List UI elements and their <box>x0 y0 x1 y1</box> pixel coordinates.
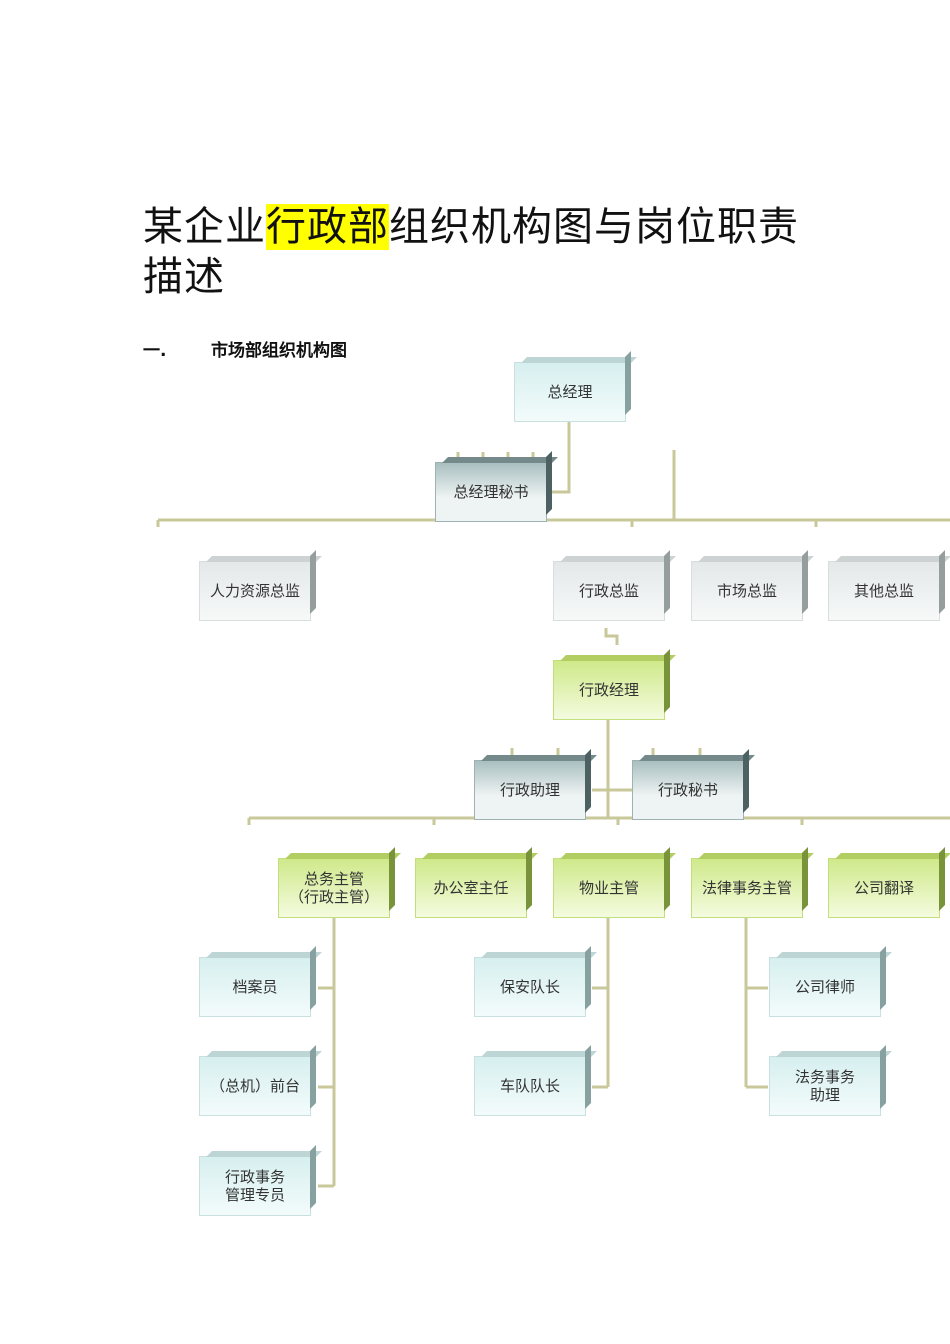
node-general-affairs-supervisor: 总务主管 （行政主管） <box>278 858 390 918</box>
node-legal-supervisor: 法律事务主管 <box>691 858 803 918</box>
node-company-lawyer: 公司律师 <box>769 957 881 1017</box>
node-admin-secretary: 行政秘书 <box>632 760 744 820</box>
node-admin-manager: 行政经理 <box>553 660 665 720</box>
node-legal-assistant: 法务事务 助理 <box>769 1056 881 1116</box>
node-reception: （总机）前台 <box>199 1056 311 1116</box>
node-office-director: 办公室主任 <box>415 858 527 918</box>
node-archivist: 档案员 <box>199 957 311 1017</box>
node-general-manager: 总经理 <box>514 362 626 422</box>
node-fleet-captain: 车队队长 <box>474 1056 586 1116</box>
node-admin-director: 行政总监 <box>553 561 665 621</box>
section-number: 一. <box>143 341 167 361</box>
page-title: 某企业行政部组织机构图与岗位职责描述 <box>143 202 823 302</box>
node-property-supervisor: 物业主管 <box>553 858 665 918</box>
node-admin-assistant: 行政助理 <box>474 760 586 820</box>
node-marketing-director: 市场总监 <box>691 561 803 621</box>
section-heading: 一. 市场部组织机构图 <box>143 336 347 361</box>
node-admin-specialist: 行政事务 管理专员 <box>199 1156 311 1216</box>
title-highlight: 行政部 <box>266 204 389 250</box>
node-other-director: 其他总监 <box>828 561 940 621</box>
node-gm-secretary: 总经理秘书 <box>435 462 547 522</box>
node-hr-director: 人力资源总监 <box>199 561 311 621</box>
title-suffix: 组织机构图与岗位职责描述 <box>143 204 799 300</box>
section-label: 市场部组织机构图 <box>211 341 347 361</box>
node-translator: 公司翻译 <box>828 858 940 918</box>
title-prefix: 某企业 <box>143 204 266 250</box>
node-security-captain: 保安队长 <box>474 957 586 1017</box>
